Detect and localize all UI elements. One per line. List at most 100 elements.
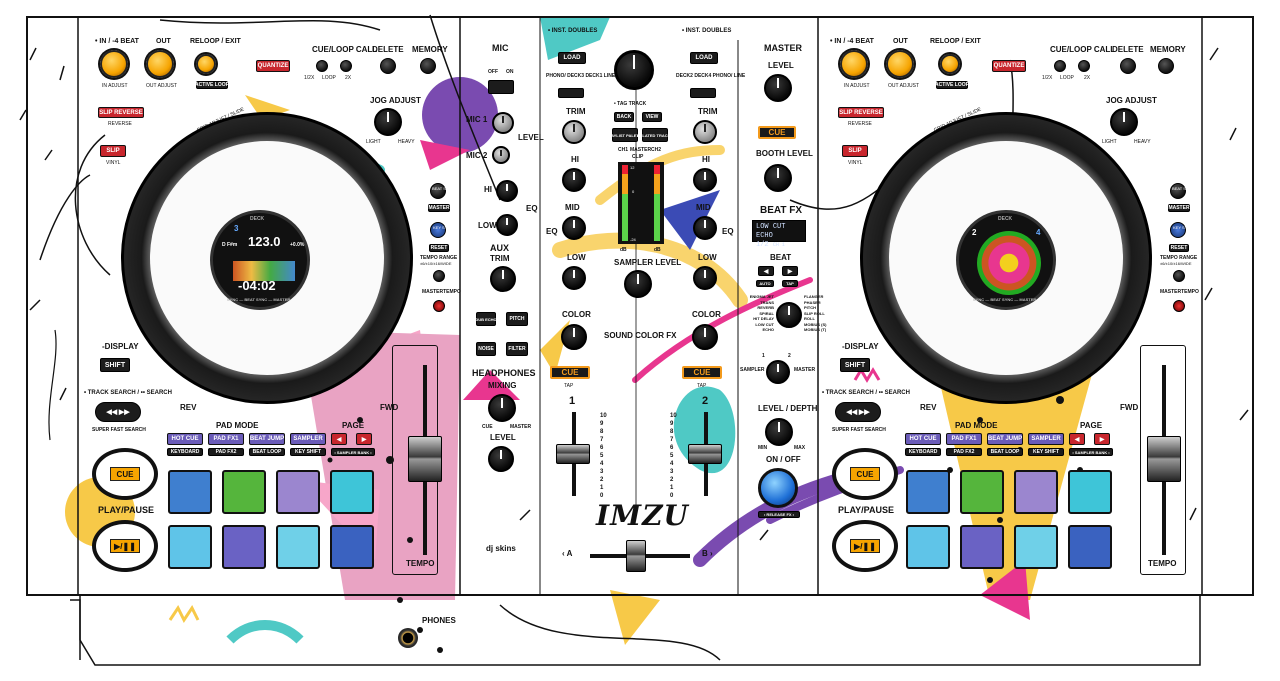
tempo-range-button[interactable] [1173,270,1185,282]
mic2-level-knob[interactable] [492,146,510,164]
cue-ch1-button[interactable]: CUE [550,366,590,379]
tempo-fader-handle[interactable] [1147,436,1181,482]
active-loop-button[interactable]: ACTIVE LOOP [195,81,229,89]
mic1-level-knob[interactable] [492,112,514,134]
mic-low-knob[interactable] [496,214,518,236]
pad-mode-hot-cue[interactable]: HOT CUE [905,433,941,445]
reset-button[interactable]: RESET [429,244,449,252]
auto-button[interactable]: AUTO [756,280,774,287]
reloop-button[interactable] [940,54,960,74]
pad-8[interactable] [330,525,374,569]
low-left-knob[interactable] [562,266,586,290]
pad-6[interactable] [222,525,266,569]
slip-reverse-button[interactable]: SLIP REVERSE [98,107,144,118]
pad-mode-keyboard[interactable]: KEYBOARD [167,448,203,456]
pad-3[interactable] [276,470,320,514]
pad-mode-keyboard[interactable]: KEYBOARD [905,448,941,456]
crossfader-handle[interactable] [626,540,646,572]
active-loop-button[interactable]: ACTIVE LOOP [935,81,969,89]
browse-rotary[interactable] [614,50,654,90]
loop-in-button[interactable] [100,50,128,78]
page-left-button[interactable]: ◀ [1069,433,1085,445]
playlist-palette-button[interactable]: PLAYLIST PALETTE [606,128,644,142]
play-pause-button[interactable]: ▶/❚❚ [832,520,898,572]
pad-mode-sampler[interactable]: SAMPLER [290,433,326,445]
hi-left-knob[interactable] [562,168,586,192]
page-left-button[interactable]: ◀ [331,433,347,445]
color-right-knob[interactable] [692,324,718,350]
quantize-button[interactable]: QUANTIZE [256,60,290,72]
slip-button[interactable]: SLIP [100,145,126,157]
cue-loop-call-left-button[interactable] [1054,60,1066,72]
ch1-fader-handle[interactable] [556,444,590,464]
pad-mode-beat-jump[interactable]: BEAT JUMP [987,433,1023,445]
master-level-knob[interactable] [764,74,792,102]
trim-left-knob[interactable] [562,120,586,144]
related-tracks-button[interactable]: RELATED TRACKS [637,128,673,142]
pad-mode-beat-jump[interactable]: BEAT JUMP [249,433,285,445]
mic-hi-knob[interactable] [496,180,518,202]
search-rev-icon[interactable]: ◀◀ [846,409,858,416]
master-tempo-button[interactable] [433,300,445,312]
pad-mode-key-shift[interactable]: KEY SHIFT [290,448,326,456]
memory-button[interactable] [1158,58,1174,74]
page-right-button[interactable]: ▶ [356,433,372,445]
pad-mode-pad-fx2[interactable]: PAD FX2 [208,448,244,456]
pad-2[interactable] [960,470,1004,514]
pad-4[interactable] [1068,470,1112,514]
pad-7[interactable] [276,525,320,569]
pad-7[interactable] [1014,525,1058,569]
headphones-mixing-knob[interactable] [488,394,516,422]
mid-right-knob[interactable] [693,216,717,240]
load-right-button[interactable]: LOAD [690,52,718,64]
back-button[interactable]: BACK [614,112,634,122]
loop-out-button[interactable] [146,50,174,78]
pad-mode-pad-fx1[interactable]: PAD FX1 [208,433,244,445]
cue-loop-call-right-button[interactable] [340,60,352,72]
cue-button[interactable]: CUE [92,448,158,500]
booth-level-knob[interactable] [764,164,792,192]
loop-out-button[interactable] [886,50,914,78]
cue-loop-call-right-button[interactable] [1078,60,1090,72]
reloop-button[interactable] [196,54,216,74]
fx-select-knob[interactable] [776,302,802,328]
mic-switch[interactable] [488,80,514,94]
sampler-bank-button[interactable]: • SAMPLER BANK • [1069,448,1113,456]
beat-sync-button[interactable] [1170,183,1186,199]
search-buttons[interactable]: ◀◀ ▶▶ [95,402,141,422]
pad-1[interactable] [906,470,950,514]
key-sync-button[interactable] [1170,222,1186,238]
input-select-left[interactable] [558,88,584,98]
release-fx-button[interactable]: • RELEASE FX • [758,511,800,518]
beat-right-button[interactable]: ▶ [782,266,798,276]
pad-5[interactable] [168,525,212,569]
quantize-button[interactable]: QUANTIZE [992,60,1026,72]
pad-mode-hot-cue[interactable]: HOT CUE [167,433,203,445]
pad-2[interactable] [222,470,266,514]
master-button[interactable]: MASTER [428,204,450,212]
beat-sync-button[interactable] [430,183,446,199]
headphones-level-knob[interactable] [488,446,514,472]
hi-right-knob[interactable] [693,168,717,192]
master-cue-button[interactable]: CUE [758,126,796,139]
search-buttons[interactable]: ◀◀ ▶▶ [835,402,881,422]
jog-adjust-knob[interactable] [374,108,402,136]
noise-button[interactable]: NOISE [476,342,496,356]
search-rev-icon[interactable]: ◀◀ [106,409,118,416]
pitch-button[interactable]: PITCH [506,312,528,326]
load-left-button[interactable]: LOAD [558,52,586,64]
fx-on-off-button[interactable] [758,468,798,508]
sampler-level-knob[interactable] [624,270,652,298]
loop-in-button[interactable] [840,50,868,78]
pad-mode-pad-fx1[interactable]: PAD FX1 [946,433,982,445]
delete-button[interactable] [380,58,396,74]
pad-mode-sampler[interactable]: SAMPLER [1028,433,1064,445]
shift-button[interactable]: SHIFT [840,358,870,372]
phones-jack[interactable] [398,628,418,648]
ch2-fader-handle[interactable] [688,444,722,464]
pad-1[interactable] [168,470,212,514]
pad-mode-pad-fx2[interactable]: PAD FX2 [946,448,982,456]
mid-left-knob[interactable] [562,216,586,240]
tempo-range-button[interactable] [433,270,445,282]
filter-button[interactable]: FILTER [506,342,528,356]
